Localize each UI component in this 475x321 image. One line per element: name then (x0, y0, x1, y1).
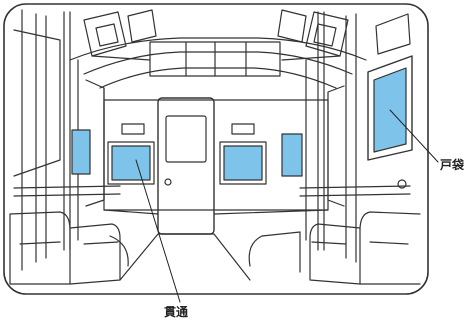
door-pocket (367, 13, 413, 161)
back-left-sign (121, 123, 145, 135)
back-right-sign (231, 123, 255, 135)
left-luggage-rack (83, 9, 157, 61)
back-right-window (223, 145, 263, 181)
right-side-window (281, 133, 303, 177)
ceiling (69, 37, 367, 89)
door-pocket-label: 戸袋 (440, 158, 465, 172)
diagram-frame (3, 3, 429, 295)
back-left-window (111, 145, 151, 181)
left-side-window (71, 129, 91, 175)
back-wall (103, 99, 329, 211)
back-right-window-frame (219, 141, 267, 185)
right-wall (281, 11, 411, 263)
door-pocket-leader (389, 109, 439, 163)
left-seats (9, 211, 129, 285)
back-left-window-frame (107, 141, 155, 185)
gangway-door-window (165, 115, 207, 163)
gangway-leader (135, 159, 181, 303)
right-luggage-rack (277, 9, 349, 61)
gangway-door-handle (164, 178, 172, 186)
floor (119, 233, 251, 281)
gangway-label: 貫通 (164, 305, 189, 319)
right-seats (248, 211, 421, 285)
